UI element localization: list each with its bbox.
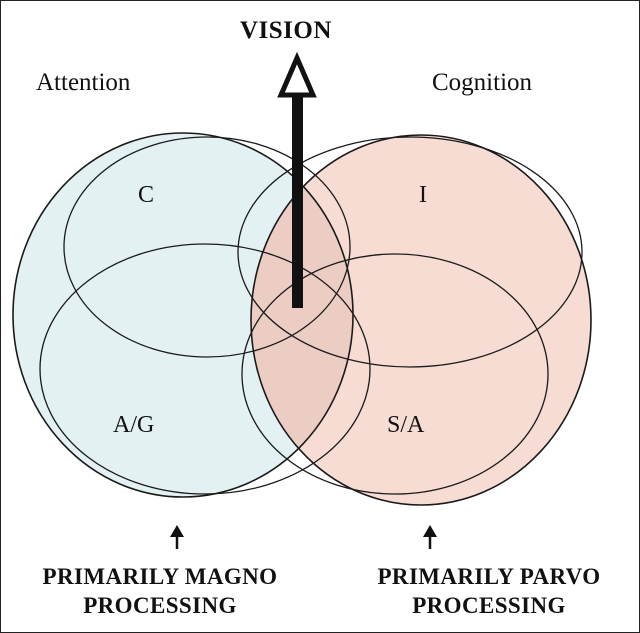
ellipse-c [63,136,351,358]
vision-title: VISION [240,17,332,44]
attention-label: Attention [36,69,131,96]
magno-caption-line1: PRIMARILY MAGNO [42,564,278,589]
region-sa-label: S/A [387,412,425,438]
region-i-label: I [419,182,427,208]
magno-caption-line2: PROCESSING [83,592,237,618]
ellipse-sa [241,253,549,495]
region-c-label: C [138,182,155,208]
cognition-circle [251,135,591,505]
parvo-up-arrow-icon [423,525,437,549]
magno-up-arrow-icon [170,525,184,549]
parvo-caption-line2: PROCESSING [412,592,566,618]
parvo-caption: PRIMARILY PARVO PROCESSING [346,563,632,621]
vision-arrow [277,51,317,308]
cognition-label: Cognition [432,69,533,96]
magno-caption: PRIMARILY MAGNO PROCESSING [10,563,310,621]
region-ag-label: A/G [113,412,155,438]
parvo-caption-line1: PRIMARILY PARVO [377,564,601,589]
ellipse-ag [39,243,371,495]
attention-circle [13,133,353,497]
ellipse-i [237,136,583,368]
